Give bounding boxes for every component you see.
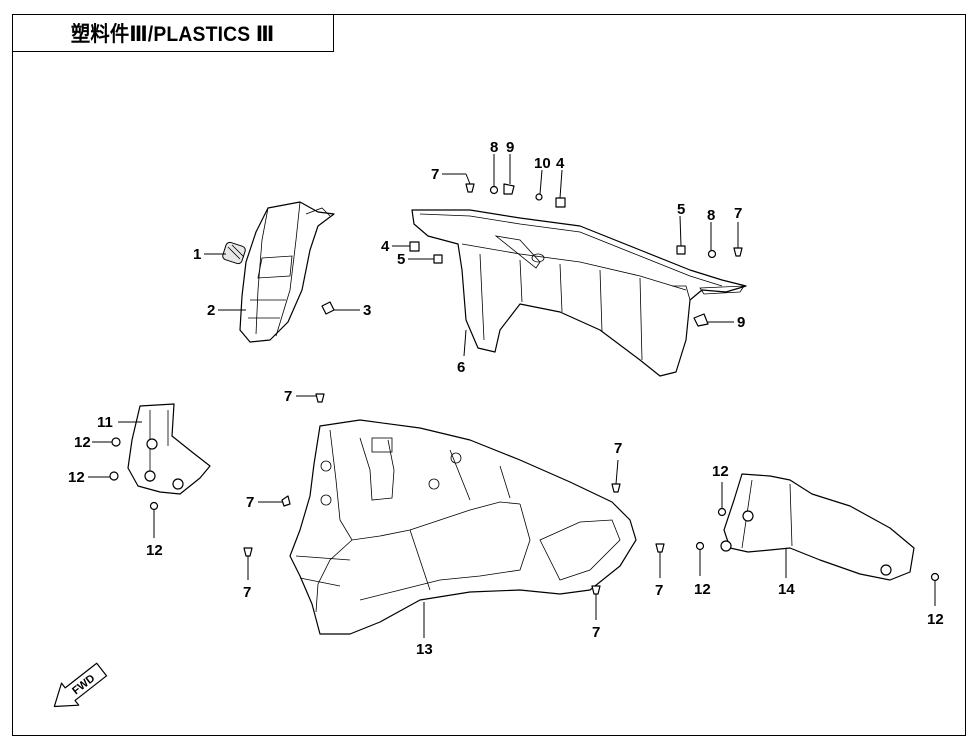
nut-4-left: [409, 241, 420, 252]
callout-7-cover-right-top: 7: [614, 440, 622, 457]
drawing-frame: [12, 14, 966, 736]
screw-7-right: [733, 247, 743, 257]
callout-4-top: 4: [556, 155, 565, 172]
part-3-clip: [321, 301, 335, 315]
callout-12-right-c: 12: [927, 611, 944, 628]
clip-9-right: [693, 313, 709, 327]
screw-7-left: [281, 495, 291, 507]
upper-fasteners: [409, 183, 743, 327]
callout-5-right: 5: [677, 201, 685, 218]
callout-1: 1: [193, 246, 201, 263]
callout-7-cover-right: 7: [655, 582, 663, 599]
callout-12-b: 12: [68, 469, 85, 486]
part-1-plug: [222, 241, 246, 265]
clip-9-upper: [503, 183, 515, 195]
callout-13: 13: [416, 641, 433, 658]
nut-8-upper: [489, 185, 499, 195]
callout-6: 6: [457, 359, 465, 376]
callout-9-top: 9: [506, 139, 514, 156]
screw-7-upper-a: [465, 183, 475, 193]
callout-8-top: 8: [490, 139, 498, 156]
part-13-front-cover: [289, 419, 637, 635]
screw-7-right-top: [611, 483, 621, 493]
callout-7-cover-far-left: 7: [243, 584, 251, 601]
callout-7-top: 7: [431, 166, 439, 183]
screw-7-far-left: [243, 547, 253, 557]
callout-7-cover-bottom: 7: [592, 624, 600, 641]
nut-4-upper: [555, 197, 566, 208]
callout-12-c: 12: [146, 542, 163, 559]
callout-12-a: 12: [74, 434, 91, 451]
nut-12-right-a: [717, 507, 727, 517]
callout-7-cover-top: 7: [284, 388, 292, 405]
callout-14: 14: [778, 581, 795, 598]
page-title: 塑料件Ⅲ/PLASTICS Ⅲ: [70, 22, 275, 46]
nut-5-left: [433, 254, 443, 264]
part-14-right-bracket: [695, 473, 940, 582]
nut-12-b: [109, 471, 119, 481]
cover-screws: [243, 393, 665, 595]
callout-4-left: 4: [381, 238, 390, 255]
nut-12-a: [111, 437, 121, 447]
nut-12-right-c: [930, 572, 940, 582]
callout-7-cover-left: 7: [246, 494, 254, 511]
title-box: 塑料件Ⅲ/PLASTICS Ⅲ: [12, 14, 334, 52]
callout-8-right: 8: [707, 207, 715, 224]
callout-7-right: 7: [734, 205, 742, 222]
nut-12-right-b: [695, 541, 705, 551]
part-6-inner-panel: [411, 209, 747, 377]
callout-10: 10: [534, 155, 551, 172]
callout-12-right-a: 12: [712, 463, 729, 480]
nut-8-right: [707, 249, 717, 259]
callout-9-right: 9: [737, 314, 745, 331]
callout-3: 3: [363, 302, 371, 319]
grommet-10: [535, 193, 543, 201]
screw-7-top: [315, 393, 325, 403]
callout-12-right-b: 12: [694, 581, 711, 598]
screw-7-bottom: [591, 585, 601, 595]
callout-labels: 1 2 3 4 4 5 5 6 7 7 7 7 7 7 7 7 8 8 9 9 …: [68, 139, 944, 658]
nut-5-right: [676, 245, 686, 255]
screw-7-right: [655, 543, 665, 553]
part-2-inner-shield: [239, 201, 335, 343]
leader-lines: [88, 154, 936, 638]
nut-12-c: [149, 501, 159, 511]
callout-11: 11: [97, 414, 113, 431]
part-11-left-bracket: [109, 403, 211, 511]
fwd-arrow: FWD: [53, 662, 108, 708]
callout-5-left: 5: [397, 251, 405, 268]
callout-2: 2: [207, 302, 215, 319]
